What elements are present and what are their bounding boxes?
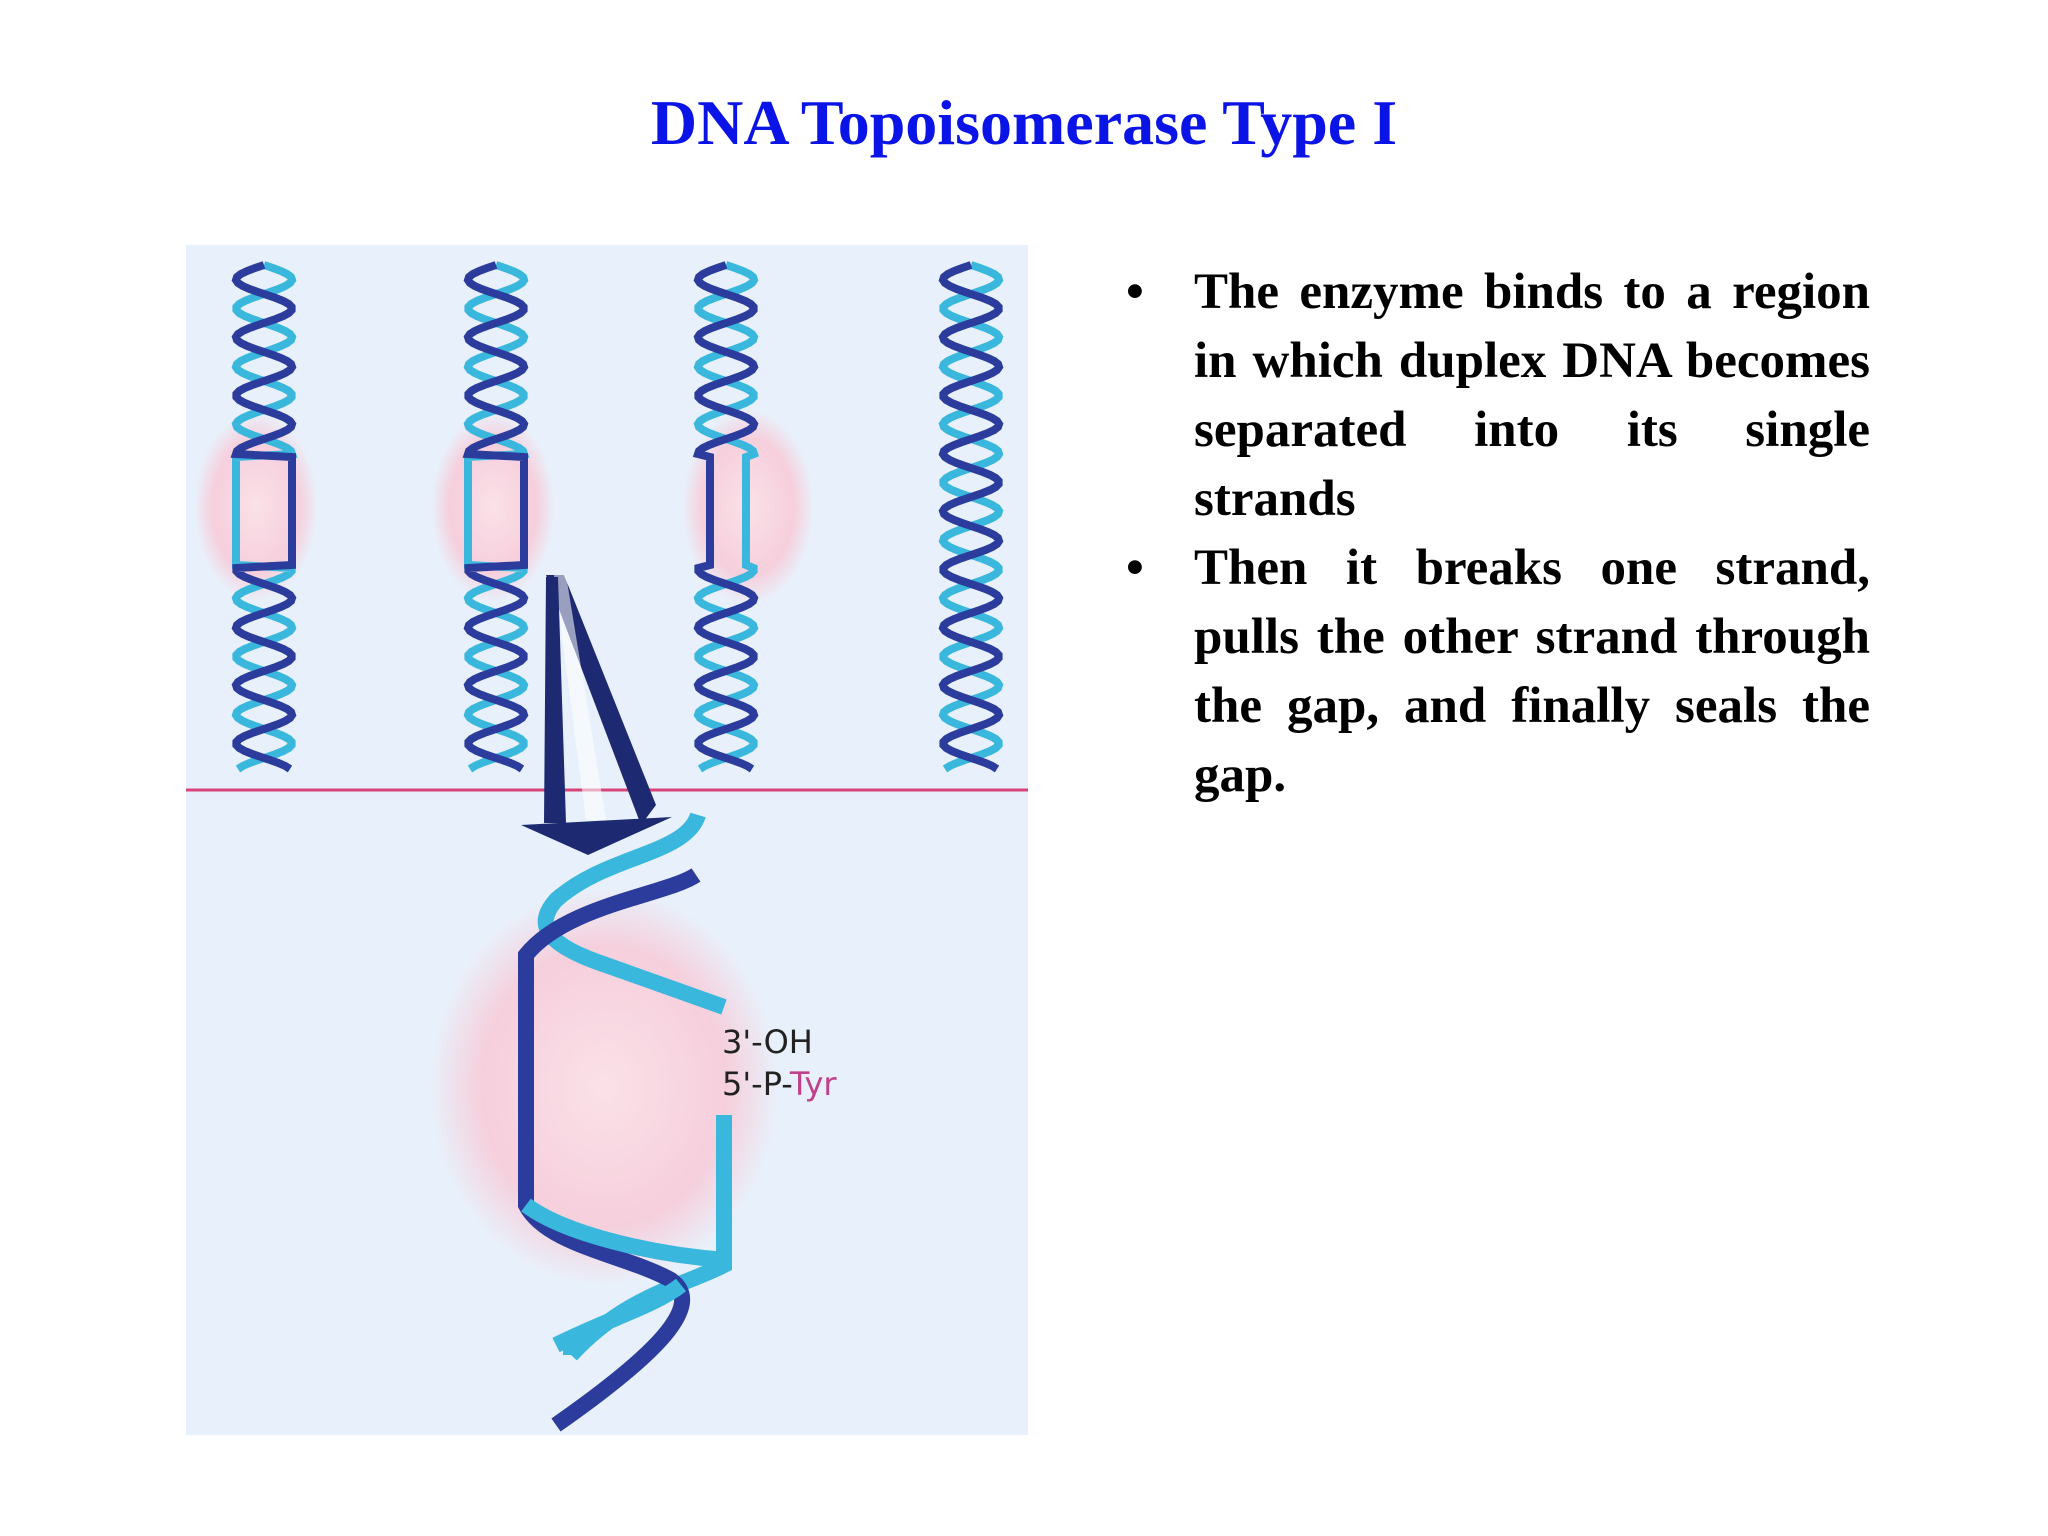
helix-stage-2: [462, 261, 530, 773]
helix-stage-1: [230, 261, 298, 773]
diagram-canvas: 3'-OH 5'-P-Tyr: [186, 261, 1028, 1432]
label-tyr: Tyr: [789, 1065, 838, 1103]
zoom-arrow: [521, 575, 672, 855]
helix-stage-4: [938, 261, 1004, 773]
enlarged-helix: [518, 811, 732, 1432]
label-3-oh: 3'-OH: [722, 1023, 813, 1061]
helix-3-dark-strand: [692, 261, 759, 773]
helix-4-dark-strand: [938, 261, 1004, 773]
bullet-text: Then it breaks one strand, pulls the oth…: [1194, 540, 1870, 803]
label-5-p-tyr: 5'-P-Tyr: [722, 1065, 837, 1103]
helix-4-light-strand: [938, 261, 1004, 773]
topoisomerase-diagram: 3'-OH 5'-P-Tyr: [186, 245, 1028, 1435]
enlarged-dark-strand: [518, 868, 701, 1432]
helix-2-dark-strand: [462, 261, 529, 773]
helix-1-dark-strand: [230, 261, 297, 773]
helix-2-light-strand: [463, 261, 530, 773]
bullet-item-enzyme-binds: • The enzyme binds to a region in which …: [1122, 258, 1870, 534]
bullet-item-breaks-strand: • Then it breaks one strand, pulls the o…: [1122, 534, 1870, 810]
bullet-marker: •: [1126, 540, 1144, 596]
helix-1-light-strand: [231, 261, 298, 773]
helix-3-light-strand: [693, 261, 760, 773]
label-5-p: 5'-P-: [722, 1065, 791, 1103]
bullet-marker: •: [1126, 264, 1144, 320]
bullet-text: The enzyme binds to a region in which du…: [1194, 264, 1870, 527]
slide-title: DNA Topoisomerase Type I: [650, 87, 1398, 158]
enlarged-light-lower: [521, 1198, 727, 1353]
helix-stage-3: [692, 261, 760, 773]
bullet-list: • The enzyme binds to a region in which …: [1122, 258, 1870, 810]
